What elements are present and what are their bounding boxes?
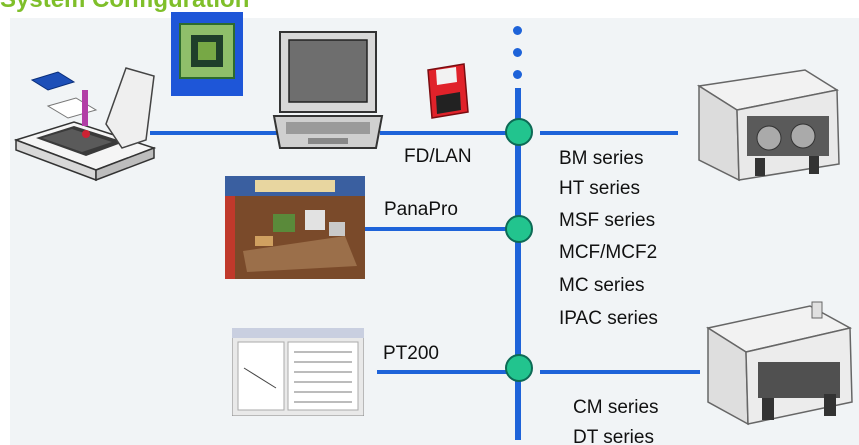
series-mcf: MCF/MCF2: [559, 242, 658, 263]
link-machine-upper: [540, 131, 678, 135]
series-cm: CM series: [573, 397, 659, 418]
design-workstation-illustration: [14, 67, 157, 182]
floppy-disk-icon: [427, 63, 469, 119]
series-bm: BM series: [559, 148, 644, 169]
series-mc: MC series: [559, 275, 645, 296]
continuation-dot: [513, 26, 522, 35]
pt200-screen-illustration: [232, 328, 364, 416]
continuation-dot: [513, 70, 522, 79]
link-machine-lower: [540, 370, 700, 374]
placement-machine-lower: [706, 301, 853, 426]
series-msf: MSF series: [559, 210, 656, 231]
hub-node-panapro: [505, 215, 533, 243]
link-workstation-laptop: [150, 131, 280, 135]
hub-node-pt200: [505, 354, 533, 382]
laptop-icon: [272, 31, 384, 149]
series-ht: HT series: [559, 178, 640, 199]
label-fdlan: FD/LAN: [404, 146, 472, 167]
series-ipac: IPAC series: [559, 308, 658, 329]
page-title: System Configuration: [0, 0, 249, 14]
link-fdlan: [380, 131, 510, 135]
continuation-dot: [513, 48, 522, 57]
panapro-screen-illustration: [225, 176, 365, 279]
label-panapro: PanaPro: [384, 199, 458, 220]
placement-machine-upper: [696, 69, 840, 182]
link-panapro: [362, 227, 512, 231]
series-dt: DT series: [573, 427, 654, 445]
hub-node-fdlan: [505, 118, 533, 146]
link-pt200: [377, 370, 512, 374]
label-pt200: PT200: [383, 343, 439, 364]
network-backbone: [515, 88, 521, 440]
chip-icon: [171, 12, 243, 96]
